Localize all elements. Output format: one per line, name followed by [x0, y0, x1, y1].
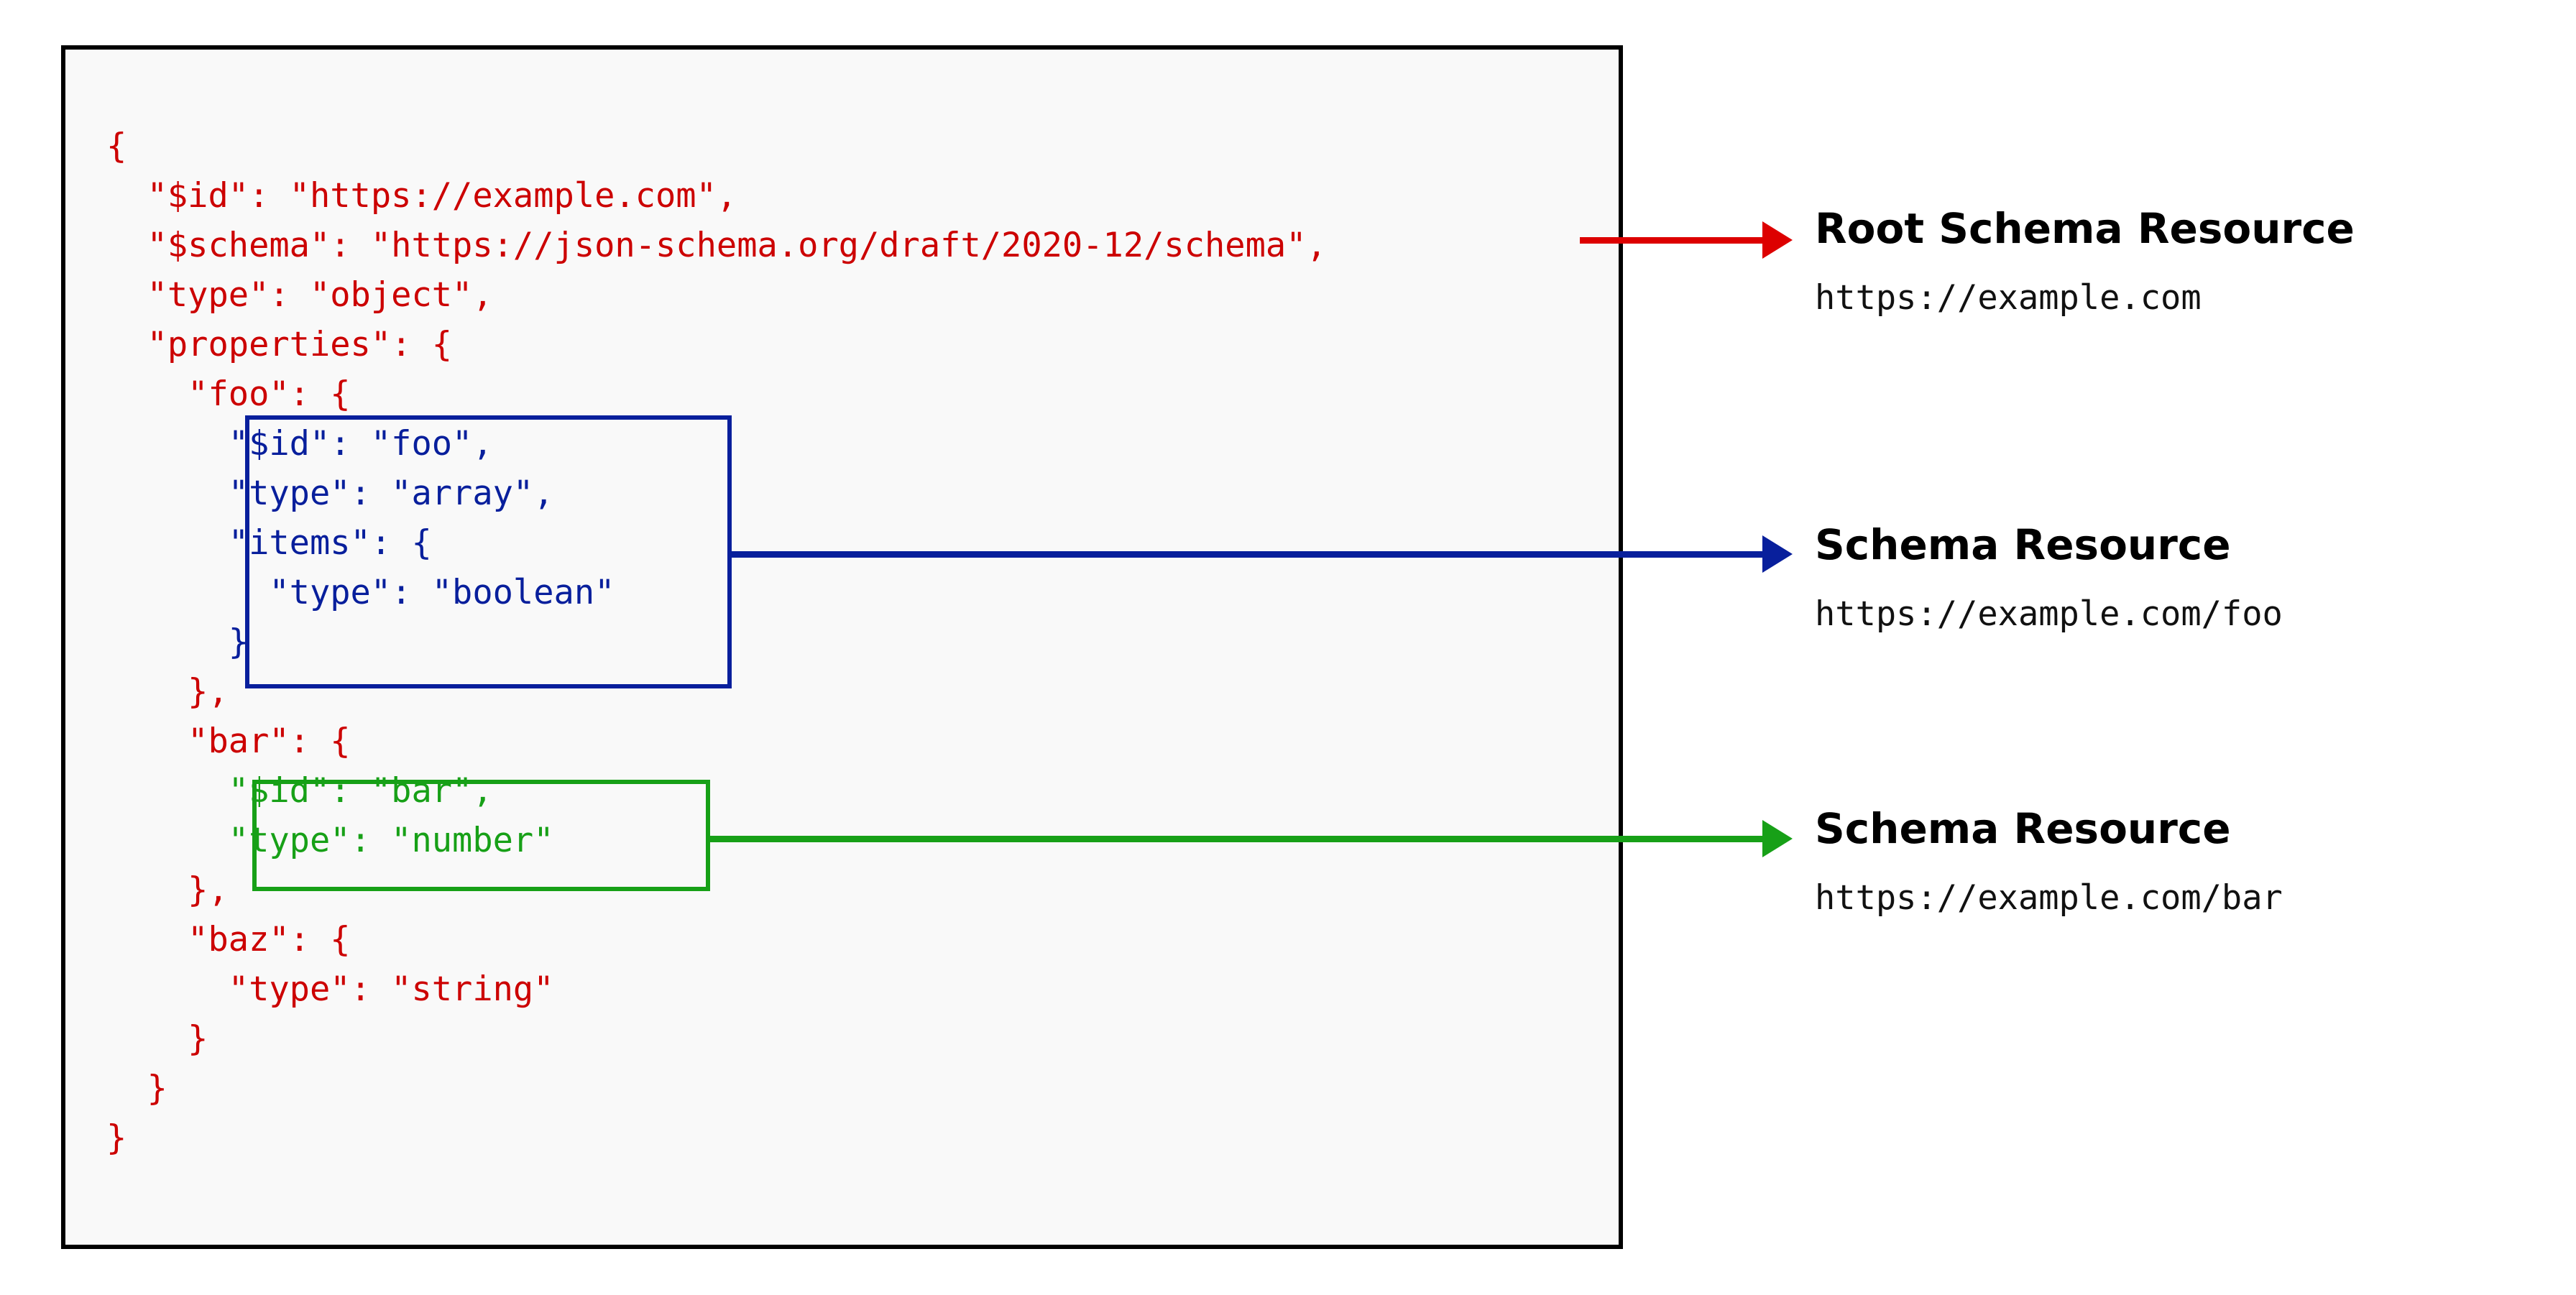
annotation-bar-schema-resource: Schema Resource https://example.com/bar: [1815, 806, 2283, 916]
code-line: }: [106, 1069, 167, 1108]
code-panel: [61, 45, 1623, 1249]
annotation-url: https://example.com/foo: [1815, 594, 2283, 634]
code-line: }: [106, 1118, 127, 1158]
code-line: "bar": {: [106, 722, 351, 761]
code-line: "items": {: [106, 523, 432, 563]
arrow-head-foo-schema-resource: [1762, 535, 1793, 573]
annotation-url: https://example.com: [1815, 277, 2202, 318]
annotation-title: Schema Resource: [1815, 804, 2231, 853]
annotation-title: Root Schema Resource: [1815, 204, 2355, 253]
code-line: "$schema": "https://json-schema.org/draf…: [106, 226, 1327, 265]
code-line: },: [106, 672, 229, 711]
code-line: "type": "boolean": [106, 573, 615, 612]
annotation-url: https://example.com/bar: [1815, 877, 2283, 918]
arrow-line-foo-schema-resource: [732, 551, 1777, 558]
arrow-head-bar-schema-resource: [1762, 820, 1793, 857]
annotation-title: Schema Resource: [1815, 520, 2231, 569]
code-line: "$id": "https://example.com",: [106, 176, 737, 216]
code-line: "type": "object",: [106, 275, 493, 315]
code-line: "type": "string": [106, 969, 554, 1009]
annotation-root-schema-resource: Root Schema Resource https://example.com: [1815, 206, 2355, 316]
code-line: "type": "array",: [106, 474, 554, 513]
code-line: },: [106, 870, 229, 910]
code-line: {: [106, 126, 127, 166]
code-line: "baz": {: [106, 920, 351, 959]
arrow-line-root-schema-resource: [1580, 237, 1767, 244]
highlight-box-bar-schema-resource: [252, 780, 710, 891]
arrow-line-bar-schema-resource: [710, 836, 1777, 842]
json-schema-code: { "$id": "https://example.com", "$schema…: [106, 121, 1327, 1163]
code-line: "type": "number": [106, 821, 554, 860]
code-line: "$id": "bar",: [106, 771, 493, 811]
code-line: }: [106, 622, 249, 662]
code-line: "foo": {: [106, 374, 351, 414]
code-line: "properties": {: [106, 325, 453, 364]
annotation-foo-schema-resource: Schema Resource https://example.com/foo: [1815, 522, 2283, 632]
highlight-box-foo-schema-resource: [245, 415, 732, 688]
code-line: "$id": "foo",: [106, 424, 493, 464]
code-line: }: [106, 1019, 208, 1059]
arrow-head-root-schema-resource: [1762, 221, 1793, 259]
